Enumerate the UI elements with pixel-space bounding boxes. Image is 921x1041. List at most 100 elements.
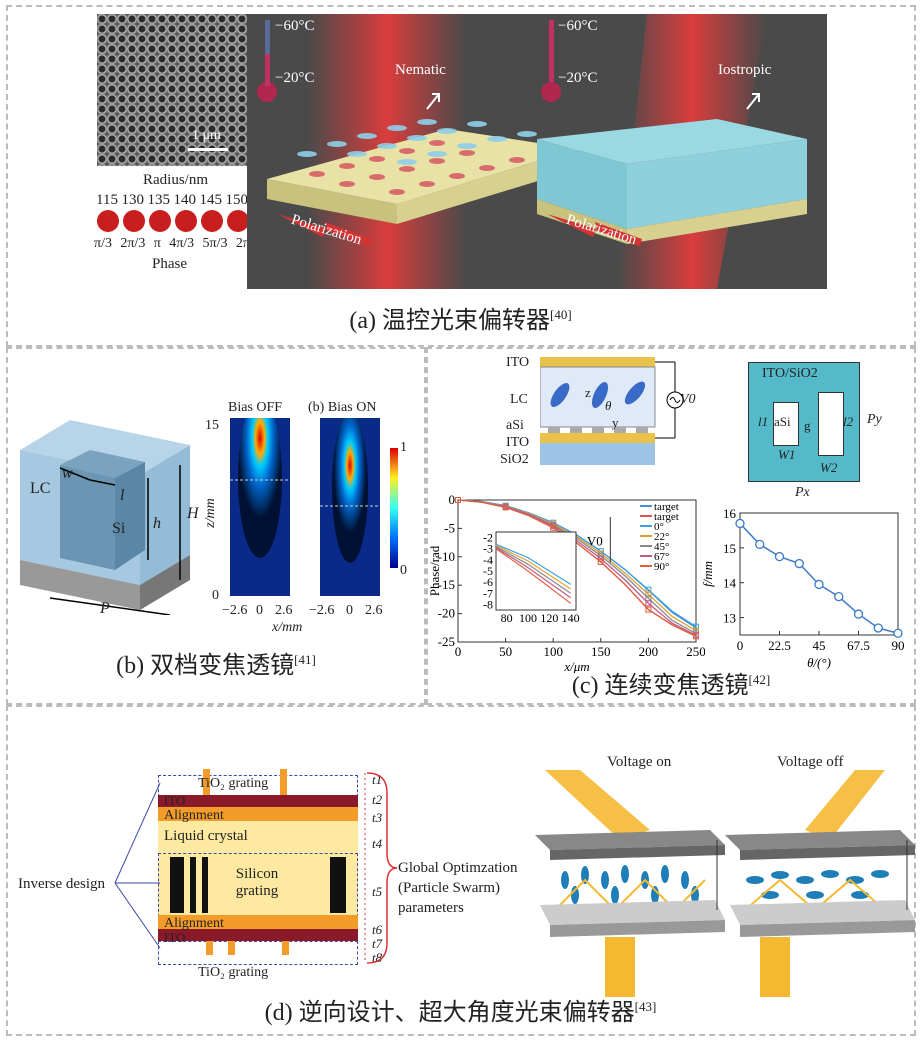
inset-series-line [495,547,572,599]
phase-dot [149,210,171,232]
layer-label-tio2-bottom: TiO₂ grating [198,965,269,980]
phase-point [550,524,557,531]
layer-lc [158,821,358,853]
focal-x-tick: 90 [892,638,905,653]
caption-b-text: (b) 双档变焦透镜 [116,653,295,679]
inset-y-tick: -7 [483,586,493,600]
phase-value: π/3 [94,236,112,251]
inset-y-tick: -5 [483,564,493,578]
colorbar-min: 0 [400,563,407,578]
focal-x-label: θ/(°) [807,655,831,670]
legend-entry: 0° [654,521,664,533]
v0-arrow-label: V0 [587,533,603,548]
phase-value: 5π/3 [202,236,228,251]
heatmap-x-label: x/mm [272,620,303,635]
bias-on-label: (b) Bias ON [308,400,377,415]
sem-image [97,14,249,166]
label-h: h [153,515,161,532]
phase-dot [201,210,223,232]
phase-label: Phase [152,256,187,272]
cell-pillar-1 [773,402,799,446]
scale-bar [188,148,228,151]
phase-y-tick: -25 [438,634,455,649]
panel-c [426,347,916,705]
phase-x-tick: 150 [591,644,611,659]
caption-d-text: (d) 逆向设计、超大角度光束偏转器 [264,1000,635,1026]
phase-point [645,591,652,598]
focal-point [794,558,804,569]
phase-y-label: Phase/rad [430,545,442,596]
radius-values: 115 130 135 140 145 150 [96,192,248,209]
focal-point [755,539,765,550]
field-heatmaps [230,418,398,596]
stack-ito-bottom: ITO [506,435,530,450]
cell-px: Px [795,485,810,500]
heatmap-y-label: z/mm [202,498,218,528]
inset-series-line [495,543,571,585]
tio2-tooth [206,941,213,955]
stack-axis-theta: θ [605,398,612,413]
phase-point [645,600,652,607]
focal-point [853,609,864,619]
bias-off-label: Bias OFF [228,400,283,415]
stack-lc: LC [510,392,528,407]
phase-point [693,633,699,640]
phase-values: π/3 2π/3 π 4π/3 5π/3 2π [94,236,250,252]
inset-series-line [495,548,572,604]
inverse-design-label: Inverse design [18,876,106,892]
lc-cell-3d [20,420,190,615]
focal-point [814,579,824,590]
t-label: t7 [372,936,383,951]
inset-y-tick: -2 [483,531,493,545]
stack-axis-y: y [612,415,619,430]
heatmap-x-tick: −2.6 [309,603,335,618]
layer-label-lc: Liquid crystal [164,828,248,844]
radius-value: 115 [96,192,118,208]
stack-ito-top: ITO [506,355,530,370]
heatmap-y-min: 0 [212,588,219,603]
voltage-on-illustration [535,770,725,997]
inset-y-tick: -8 [483,597,493,611]
phase-y-tick: -10 [438,549,455,564]
caption-a-ref: [40] [549,307,572,322]
colorbar-max: 1 [400,440,407,455]
label-l: l [120,487,125,504]
si-bar [170,857,184,913]
focal-point [873,623,883,633]
caption-c-ref: [42] [748,672,771,687]
focal-x-tick: 0 [737,638,744,653]
t-label: t6 [372,922,383,937]
heatmap-x-tick: 2.6 [275,603,293,618]
radius-value: 130 [121,192,144,208]
cell-asi: aSi [774,414,791,429]
legend-entry: 90° [654,561,669,573]
layer-label-ito-bottom: ITO [164,930,186,945]
layer-alignment-bottom [158,915,358,929]
stack-axis-z: z [585,385,591,400]
stack-asi: aSi [506,418,524,433]
inset-x-tick: 80 [501,611,513,625]
label-H: H [187,505,199,522]
focal-x-tick: 45 [813,638,826,653]
heatmap-x-tick: 2.6 [365,603,383,618]
t-label: t5 [372,884,383,899]
label-P: P [100,600,110,617]
phase-dot [97,210,119,232]
radius-value: 140 [173,192,196,208]
caption-b-ref: [41] [294,652,316,667]
phase-x-tick: 0 [455,644,462,659]
phase-plot-frame [457,499,697,643]
layer-ito-top [158,795,358,807]
phase-y-tick: -20 [438,606,455,621]
inset-series-line [495,544,571,590]
global-opt-line: (Particle Swarm) [398,880,501,896]
phase-x-tick: 50 [499,644,512,659]
thermo-left-high: −60°C [275,18,315,34]
tio2-tooth [282,941,289,955]
layer-stack [158,769,358,967]
inset-series-line [495,545,572,594]
legend-entry: target [654,501,679,513]
focal-line [739,522,899,634]
phase-point [455,497,461,503]
